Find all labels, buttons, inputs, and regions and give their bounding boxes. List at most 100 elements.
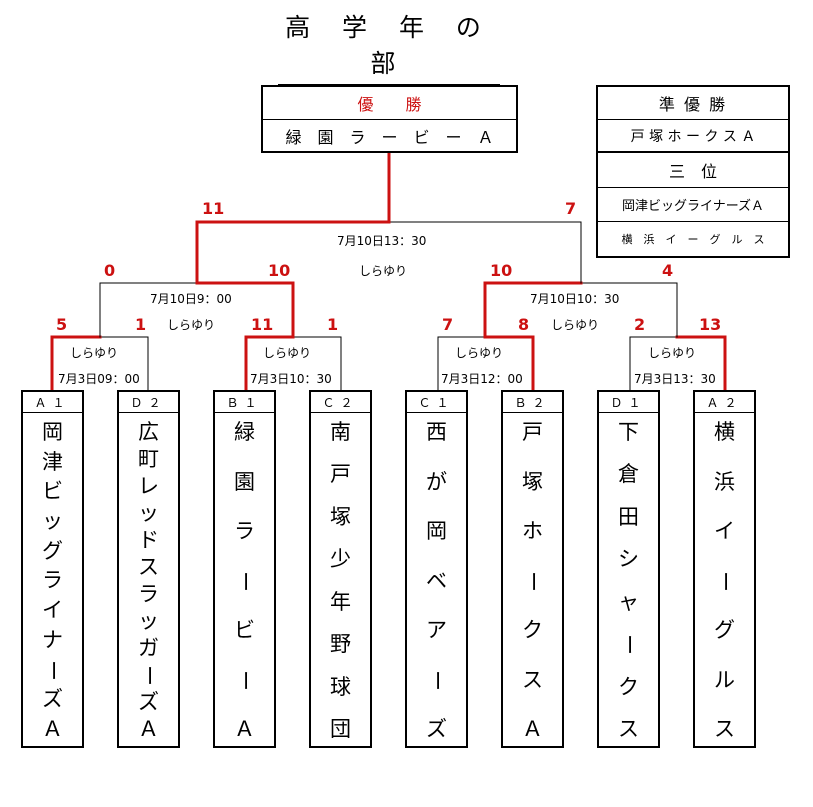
team-name-char: ド [138, 528, 159, 552]
semi-right-score-right: 4 [662, 261, 674, 280]
team-name-char: ビ [42, 479, 63, 504]
team-id: Ａ１ [23, 392, 82, 413]
team-name-char: ー [617, 634, 641, 656]
team-name-char: ー [137, 665, 161, 686]
champion-label: 優 勝 [263, 87, 516, 120]
team-id: Ｃ２ [311, 392, 370, 413]
team-name: 西が岡ベアーズ [407, 422, 466, 740]
team-name: 南戸塚少年野球団 [311, 422, 370, 740]
team-name-char: 下 [618, 420, 639, 444]
quarter-2-time: 7月3日10：30 [250, 372, 332, 386]
team-name-char: ラ [234, 519, 255, 543]
team-name-char: 岡 [426, 519, 447, 543]
third-place-label: 三 位 [598, 153, 788, 188]
team-name-char: ー [233, 570, 257, 592]
team-name-char: 広 [138, 420, 159, 444]
team-name-char: ナ [42, 627, 63, 652]
team-name-char: 津 [42, 449, 63, 474]
team-name-char: ス [138, 555, 159, 579]
team-name-char: 西 [426, 420, 447, 444]
champion-box: 優 勝 緑 園 ラ ー ビ ー Ａ [261, 85, 518, 153]
team-id: Ａ２ [695, 392, 754, 413]
team-name-char: グ [42, 538, 63, 563]
semi-left-score-left: 0 [104, 261, 116, 280]
quarter-3-time: 7月3日12：00 [441, 372, 523, 386]
team-name-char: が [426, 469, 447, 494]
team-name-char: ガ [138, 636, 159, 660]
team-name-char: 園 [234, 469, 255, 494]
bracket-line-winner [483, 335, 535, 394]
team-id: Ｂ１ [215, 392, 274, 413]
team-name-char: 野 [330, 632, 351, 657]
team-name-char: ッ [138, 501, 159, 525]
team-name-char: 球 [330, 674, 351, 699]
team-name-char: ラ [138, 582, 159, 606]
team-name-char: ズ [426, 717, 447, 741]
semi-left-venue: しらゆり [167, 318, 216, 332]
team-name-char: ー [521, 570, 545, 592]
team-name-char: イ [714, 519, 735, 543]
quarter-4-score-right: 13 [699, 315, 722, 334]
quarter-1-venue: しらゆり [70, 346, 119, 360]
bracket-line-winner [483, 281, 583, 339]
team-name-char: ク [618, 674, 639, 699]
quarter-2-score-right: 1 [327, 315, 339, 334]
team-name-char: ッ [138, 609, 159, 633]
team-name-char: ホ [522, 519, 543, 543]
quarter-2-venue: しらゆり [263, 346, 312, 360]
team-name-char: レ [138, 474, 159, 498]
team-name-char: Ａ [42, 716, 63, 741]
quarter-3-venue: しらゆり [455, 346, 504, 360]
quarter-4-score-left: 2 [634, 315, 646, 334]
team-name-char: ャ [618, 589, 639, 614]
final-score-right: 7 [565, 199, 577, 218]
team-name-char: 団 [330, 716, 351, 741]
team-name-char: 戸 [522, 420, 543, 444]
quarter-1-score-left: 5 [56, 315, 68, 334]
team-name-char: 浜 [714, 469, 735, 494]
page-title: 高 学 年 の 部 [278, 8, 500, 87]
semi-right-venue: しらゆり [551, 318, 600, 332]
team-name-char: ベ [426, 568, 447, 593]
semi-left-score-right: 10 [268, 261, 291, 280]
team-name-char: シ [618, 547, 639, 572]
team-box-8: Ａ２ 横浜イーグルス [693, 390, 756, 748]
team-name-char: ス [522, 667, 543, 692]
team-name-char: 少 [330, 547, 351, 572]
quarter-4-time: 7月3日13：30 [634, 372, 716, 386]
team-name-char: ス [618, 716, 639, 741]
team-name-char: ラ [42, 568, 63, 593]
bracket-line-winner [244, 335, 295, 394]
team-name: 下倉田シャークス [599, 422, 658, 740]
team-id: Ｄ２ [119, 392, 178, 413]
quarter-2-score-left: 11 [251, 315, 274, 334]
final-score-left: 11 [202, 199, 225, 218]
team-id: Ｂ２ [503, 392, 562, 413]
quarter-1-score-right: 1 [135, 315, 147, 334]
team-name-char: 横 [714, 420, 735, 444]
semi-right-score-left: 10 [490, 261, 513, 280]
team-name-char: 倉 [618, 462, 639, 487]
third-place-team-2: 横 浜 イ ー グ ル ス [621, 233, 765, 246]
team-box-4: Ｃ２ 南戸塚少年野球団 [309, 390, 372, 748]
bracket-line-winner [195, 150, 391, 285]
team-name-char: 田 [618, 504, 639, 529]
team-name-char: Ａ [522, 717, 543, 741]
champion-team: 緑 園 ラ ー ビ ー Ａ [285, 127, 494, 147]
team-name-char: ル [714, 667, 735, 692]
team-name-char: 戸 [330, 462, 351, 487]
bracket-line-winner [50, 335, 102, 394]
team-name-char: ア [426, 618, 447, 642]
team-name-char: ズ [42, 687, 63, 712]
quarter-3-score-right: 8 [518, 315, 530, 334]
team-name-char: ク [522, 618, 543, 642]
team-box-7: Ｄ１ 下倉田シャークス [597, 390, 660, 748]
